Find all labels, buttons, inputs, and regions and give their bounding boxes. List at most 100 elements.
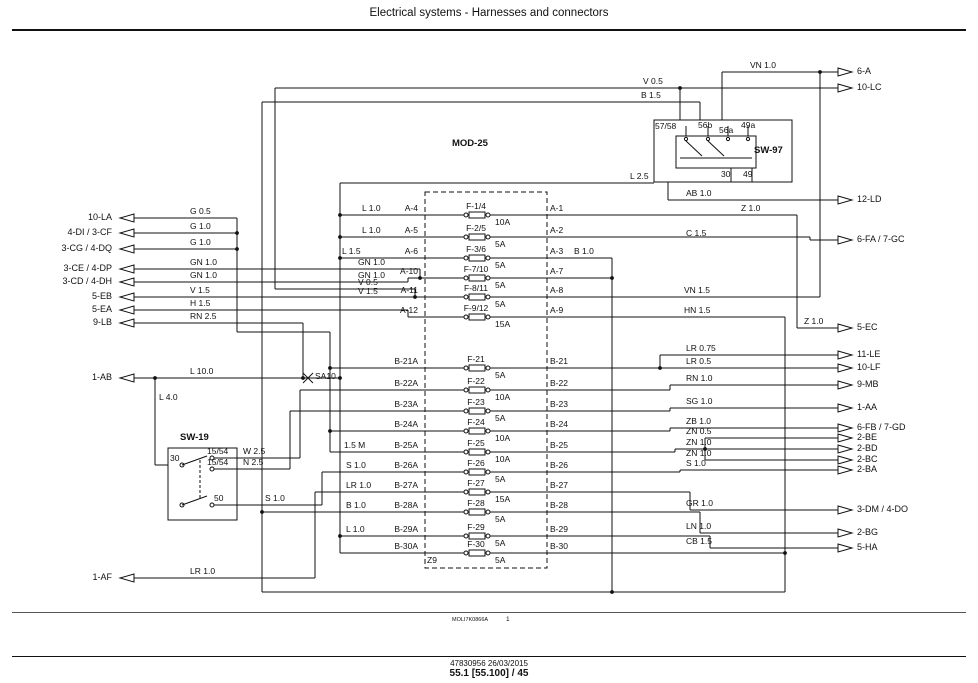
fuse-amp-rating: 10A (495, 454, 511, 464)
left-connector-wire-label: LR 1.0 (190, 566, 216, 576)
sw19-terminal-label: 50 (214, 493, 224, 503)
fuse-name: F-2/5 (466, 223, 486, 233)
fuse-pin-in: B-25A (394, 440, 418, 450)
fuse-pin-out: B-29 (550, 524, 568, 534)
feed-wire-label: LR 1.0 (346, 480, 372, 490)
left-connector-label: 3-CD / 4-DH (62, 276, 112, 286)
fuse-name: F-23 (467, 397, 485, 407)
fuse-pin-out: A-1 (550, 203, 564, 213)
header-divider (12, 29, 966, 31)
left-connector-label: 9-LB (92, 317, 112, 327)
feed-wire-label: B 1.0 (346, 500, 366, 510)
fuse-name: F-27 (467, 478, 485, 488)
page-title: Electrical systems - Harnesses and conne… (369, 7, 609, 19)
right-connector-wire-label: LR 0.75 (686, 343, 716, 353)
misc-wire-label: B 1.0 (574, 246, 594, 256)
right-connector-wire-label: ZN 1.0 (686, 437, 712, 447)
right-connector-label: 2-BA (857, 464, 878, 474)
module-connector-ref: Z9 (427, 555, 437, 565)
right-connector-label: 2-BD (857, 443, 878, 453)
fuse-name: F-29 (467, 522, 485, 532)
sw97-terminal-label: 49a (741, 120, 756, 130)
fuse-name: F-24 (467, 417, 485, 427)
right-connector-wire-label: CB 1.5 (686, 536, 712, 546)
wire-lines (134, 71, 838, 593)
fuse-pin-in: B-24A (394, 419, 418, 429)
sw97-terminal-label: 49 (743, 169, 753, 179)
fuse-amp-rating: 15A (495, 494, 511, 504)
fuse-name: F-28 (467, 498, 485, 508)
fuse-pin-out: A-9 (550, 305, 564, 315)
right-connector-wire-label: LN 1.0 (686, 521, 712, 531)
fuse-pin-out: A-7 (550, 266, 564, 276)
fuse-amp-rating: 5A (495, 555, 506, 565)
right-connector-wire-label: AB 1.0 (686, 188, 712, 198)
right-connector-label: 11-LE (857, 349, 881, 359)
figure-divider (12, 612, 966, 613)
feed-wire-label: L 1.0 (346, 524, 365, 534)
module-label: MOD-25 (452, 138, 488, 149)
fuse-pin-out: B-25 (550, 440, 568, 450)
sw19-label: SW-19 (180, 432, 209, 443)
right-connector-wire-label: C 1.5 (686, 228, 707, 238)
right-connector-wire-label: GR 1.0 (686, 498, 713, 508)
footer-divider (12, 656, 966, 657)
fuse-amp-rating: 5A (495, 299, 506, 309)
splice-symbol (302, 372, 314, 384)
sw97-terminal-label: 56a (719, 125, 734, 135)
fuse-name: F-1/4 (466, 201, 486, 211)
sw97-feed-wire-label: L 2.5 (630, 171, 649, 181)
sw19-wire-label: N 2.5 (243, 457, 264, 467)
feed-wire-label: L 1.0 (362, 203, 381, 213)
left-connector-label: 10-LA (87, 212, 112, 222)
right-connector-label: 10-LC (857, 82, 882, 92)
misc-wire-label: VN 1.5 (684, 285, 710, 295)
fuse-pin-in: A-10 (400, 266, 418, 276)
footer-document-number: 47830956 26/03/2015 (450, 659, 528, 668)
left-connector-label: 1-AB (91, 372, 112, 382)
left-connector-wire-label: G 1.0 (190, 221, 211, 231)
left-connector-wire-label: GN 1.0 (190, 257, 217, 267)
feed-wire-label: GN 1.0 (358, 257, 385, 267)
fuse-pin-in: A-11 (400, 285, 418, 295)
right-connector-label: 12-LD (857, 194, 882, 204)
left-connector-wire-label: RN 2.5 (190, 311, 217, 321)
fuse-name: F-22 (467, 376, 485, 386)
fuse-amp-rating: 5A (495, 538, 506, 548)
fuse-pin-in: A-5 (404, 225, 418, 235)
junction-dots (153, 70, 822, 594)
left-connector-wire-label: G 0.5 (190, 206, 211, 216)
right-connector-wire-label: Z 1.0 (804, 316, 824, 326)
sw19-symbol (167, 447, 238, 521)
misc-wire-label: B 1.5 (641, 90, 661, 100)
fuse-symbols (463, 211, 547, 557)
fuse-amp-rating: 5A (495, 280, 506, 290)
fuse-amp-rating: 5A (495, 514, 506, 524)
sw97-symbol (653, 119, 793, 183)
sw97-terminal-label: 30 (721, 169, 731, 179)
fuse-pin-in: B-23A (394, 399, 418, 409)
right-connector-label: 9-MB (857, 379, 879, 389)
sw19-terminal-label: 15/54 (207, 446, 229, 456)
right-connector-wire-label: VN 1.0 (750, 60, 776, 70)
right-connector-label: 6-A (857, 66, 872, 76)
right-connector-label: 10-LF (857, 362, 881, 372)
fuse-name: F-21 (467, 354, 485, 364)
fuse-amp-rating: 5A (495, 260, 506, 270)
right-connector-wire-label: ZB 1.0 (686, 416, 712, 426)
fuse-pin-in: A-4 (404, 203, 418, 213)
right-connector-label: 1-AA (857, 402, 878, 412)
module-outline (424, 191, 548, 569)
fuse-name: F-26 (467, 458, 485, 468)
sw19-feed-wire-label: L 4.0 (159, 392, 178, 402)
feed-wire-label: V 0.5 (358, 277, 378, 287)
right-connector-label: 2-BE (857, 432, 878, 442)
fuse-amp-rating: 10A (495, 392, 511, 402)
figure-print-number: 1 (506, 616, 510, 623)
splice-label: SA10 (315, 371, 336, 381)
feed-wire-label: V 1.5 (358, 286, 378, 296)
fuse-name: F-8/11 (464, 283, 488, 293)
feed-wire-label: L 1.0 (362, 225, 381, 235)
right-connector-wire-label: SG 1.0 (686, 396, 713, 406)
